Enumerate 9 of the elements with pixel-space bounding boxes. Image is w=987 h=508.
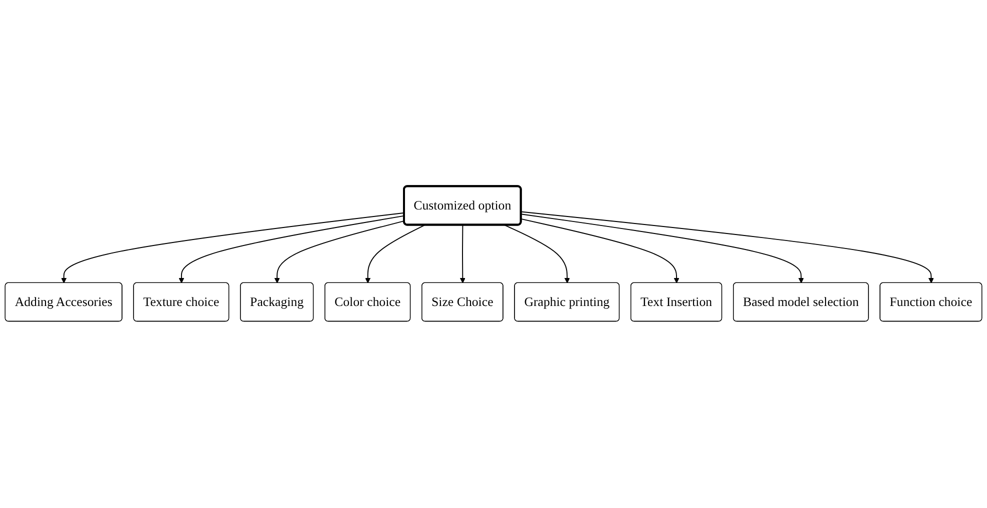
arrow	[365, 224, 426, 284]
arrow	[178, 216, 405, 284]
arrow	[61, 212, 405, 284]
arrow	[504, 224, 570, 284]
arrow	[460, 224, 466, 284]
arrow	[274, 220, 405, 284]
arrow	[520, 212, 934, 284]
arrow	[520, 214, 804, 284]
arrow	[520, 218, 680, 284]
